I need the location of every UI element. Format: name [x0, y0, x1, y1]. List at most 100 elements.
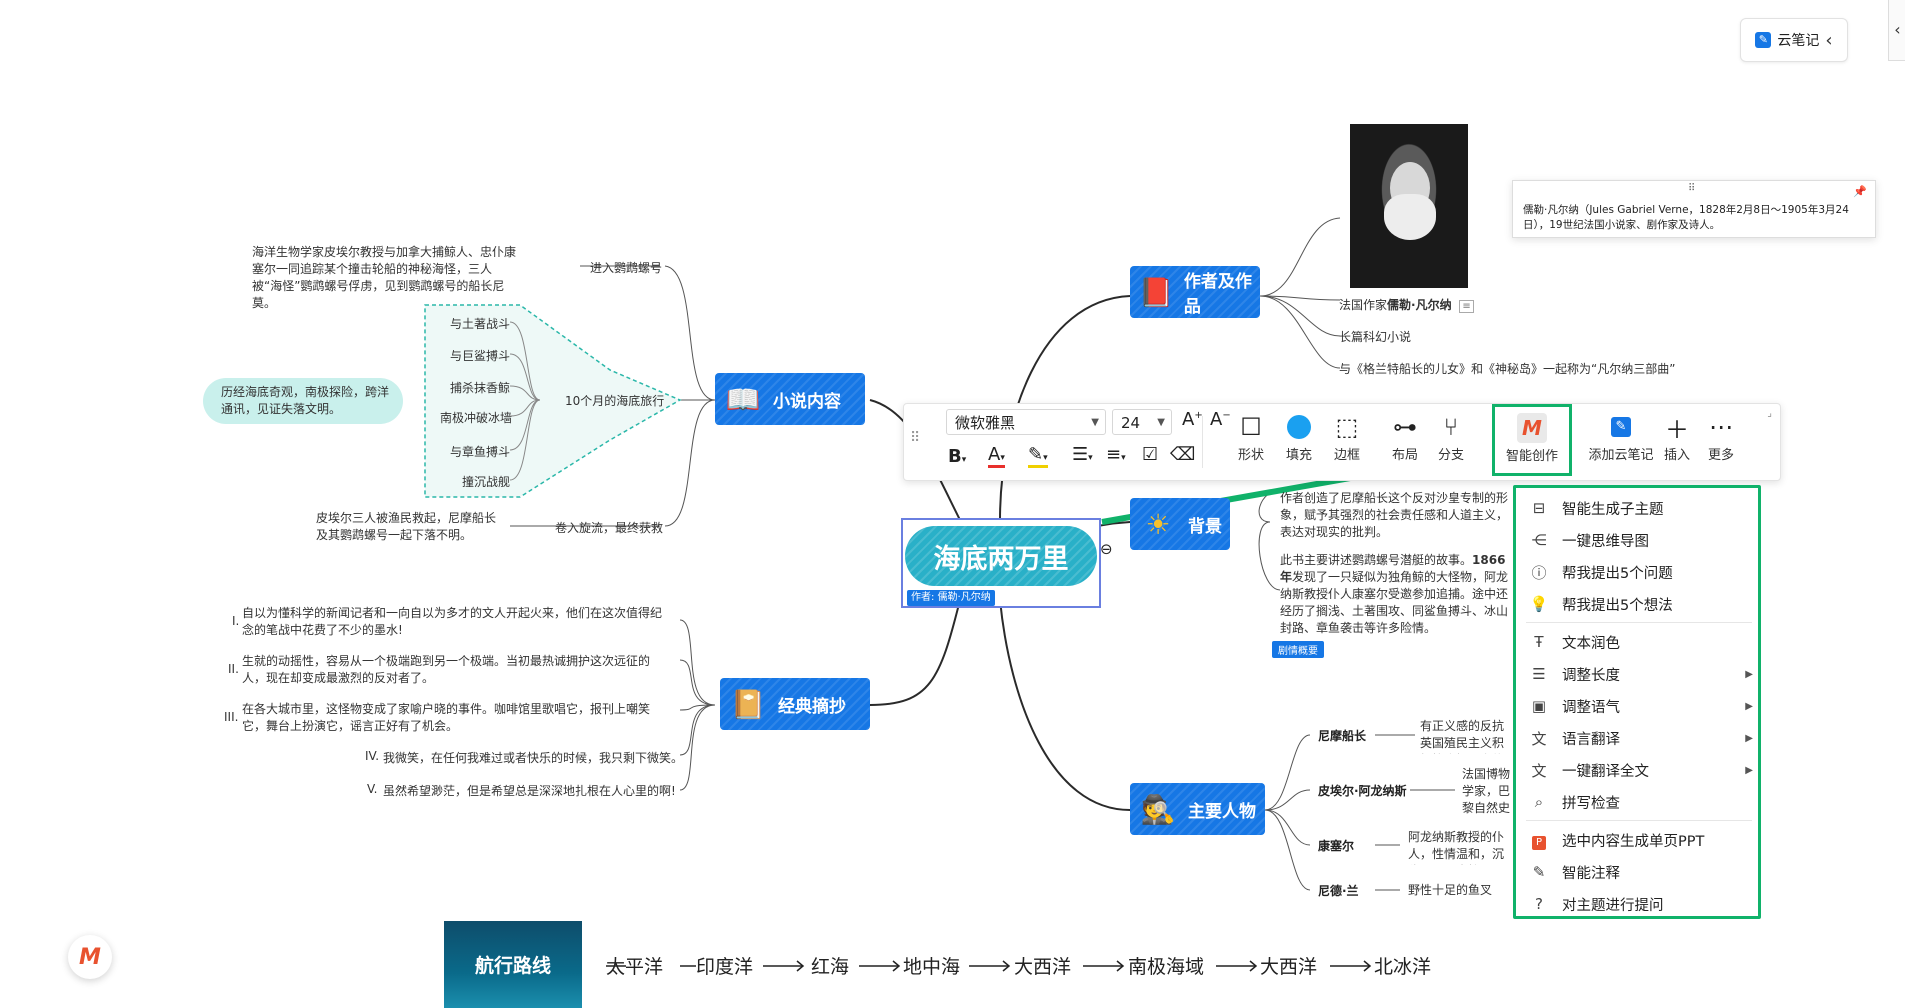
author-note-popup[interactable]: ⠿ 📌 儒勒·凡尔纳（Jules Gabriel Verne，1828年2月8日… [1512, 180, 1876, 238]
font-color-icon[interactable]: A▾ [988, 444, 1005, 468]
menu-item-ask-topic[interactable]: ?对主题进行提问 [1528, 889, 1753, 919]
character-desc[interactable]: 野性十足的鱼叉手，加拿大人 [1408, 883, 1493, 897]
route-stop[interactable]: 北冰洋 [1374, 956, 1432, 978]
node-quotes[interactable]: 📔 经典摘抄 [720, 678, 870, 730]
submenu-arrow-icon: ▶ [1745, 700, 1753, 712]
tool-shape[interactable]: ☐ 形状 [1224, 410, 1278, 463]
tool-insert[interactable]: ＋ 插入 [1650, 410, 1704, 464]
novel-branch3-text[interactable]: 皮埃尔三人被渔民救起，尼摩船长及其鹦鹉螺号一起下落不明。 [316, 511, 497, 542]
route-label-node[interactable]: 航行路线 [444, 921, 582, 1008]
novel-branch1-label[interactable]: 进入鹦鹉螺号 [590, 261, 663, 275]
novel-event[interactable]: 与章鱼搏斗 [450, 445, 511, 459]
novel-summary-bubble[interactable]: 历经海底奇观，南极探险，跨洋通讯，见证失落文明。 [203, 378, 403, 424]
character-name[interactable]: 皮埃尔·阿龙纳斯 [1318, 784, 1407, 798]
route-stop[interactable]: 地中海 [903, 956, 961, 978]
route-stop[interactable]: 大西洋 [1014, 956, 1072, 978]
align-icon[interactable]: ≡▾ [1106, 444, 1126, 465]
novel-branch1-text[interactable]: 海洋生物学家皮埃尔教授与加拿大捕鲸人、忠仆康塞尔一同追踪某个撞击轮船的神秘海怪，… [252, 245, 517, 310]
novel-event[interactable]: 与巨鲨搏斗 [450, 349, 511, 363]
character-name[interactable]: 尼摩船长 [1318, 729, 1367, 743]
increase-font-icon[interactable]: A+ [1182, 409, 1203, 430]
character-name[interactable]: 康塞尔 [1318, 839, 1355, 853]
font-family-select[interactable]: 微软雅黑▼ [946, 409, 1106, 435]
quote-text[interactable]: 虽然希望渺茫，但是希望总是深深地扎根在人心里的啊! [383, 784, 676, 798]
ask-icon: ? [1535, 895, 1543, 913]
tool-fill[interactable]: 填充 [1272, 410, 1326, 463]
highlight-icon[interactable]: ✎▾ [1028, 444, 1048, 468]
author-portrait[interactable] [1350, 124, 1468, 288]
menu-divider [1526, 622, 1752, 623]
tool-ai-create[interactable]: M 智能创作 [1492, 404, 1572, 476]
novel-branch3-label[interactable]: 卷入旋流，最终获救 [555, 521, 664, 535]
center-topic[interactable]: 海底两万里 作者: 儒勒·凡尔纳 [901, 518, 1101, 608]
drag-handle-icon[interactable]: ⠿ [1688, 183, 1696, 194]
novel-event[interactable]: 南极冲破冰墙 [440, 411, 513, 425]
quote-text[interactable]: 我微笑，在任何我难过或者快乐的时候，我只剩下微笑。 [383, 751, 684, 765]
tool-add-cloud-note[interactable]: ✎ 添加云笔记 [1582, 410, 1660, 463]
quote-text[interactable]: 生就的动摇性，容易从一个极端跑到另一个极端。当初最热诚拥护这次远征的人，现在却变… [242, 654, 651, 685]
node-background[interactable]: ☀ 背景 [1130, 498, 1230, 550]
node-author-works[interactable]: 📕 作者及作品 [1130, 266, 1260, 318]
character-desc[interactable]: 有正义感的反抗英国殖民主义积极搞痛恨，向往自由 [1420, 719, 1505, 754]
menu-item-one-click-mindmap[interactable]: ⋲一键思维导图 [1528, 525, 1753, 555]
menu-item-translate[interactable]: 文语言翻译▶ [1528, 723, 1753, 753]
menu-item-generate-subtopics[interactable]: ⊟智能生成子主题 [1528, 493, 1753, 523]
character-desc[interactable]: 阿龙纳斯教授的仆人，性情温和，沉稳。从不大惊小怪。 [1408, 830, 1505, 865]
character-desc[interactable]: 法国博物学家，巴黎自然史博物馆教授，40岁，知识渊博，写过一本书叫《海底的秘密》 [1462, 767, 1511, 815]
route-stop[interactable]: 红海 [811, 956, 850, 978]
sun-icon: ☀ [1145, 507, 1171, 541]
collapse-toggle[interactable]: ⊖ [1100, 540, 1113, 558]
side-panel-toggle[interactable]: ‹ [1888, 0, 1905, 61]
author-item[interactable]: 与《格兰特船长的儿女》和《神秘岛》一起称为“凡尔纳三部曲” [1339, 362, 1676, 376]
menu-item-translate-all[interactable]: 文一键翻译全文▶ [1528, 755, 1753, 785]
format-painter-icon[interactable]: ⌫ [1170, 444, 1196, 465]
menu-item-smart-annotate[interactable]: ✎智能注释 [1528, 857, 1753, 887]
ai-float-button[interactable]: M [68, 935, 112, 979]
menu-item-adjust-length[interactable]: ☰调整长度▶ [1528, 659, 1753, 689]
quote-text[interactable]: 在各大城市里，这怪物变成了家喻户晓的事件。咖啡馆里歌唱它，报刊上嘲笑它，舞台上扮… [242, 702, 651, 733]
checkbox-icon[interactable]: ☑ [1142, 444, 1159, 465]
route-stop[interactable]: 太平洋 [606, 956, 664, 978]
annotate-icon: ✎ [1532, 863, 1546, 881]
plot-summary-tag[interactable]: 剧情概要 [1272, 641, 1324, 658]
background-para2[interactable]: 此书主要讲述鹦鹉螺号潜艇的故事。1866年发现了一只疑似为独角鲸的大怪物，阿龙纳… [1280, 553, 1509, 635]
tool-layout[interactable]: ⊶ 布局 [1378, 410, 1432, 463]
tool-branch[interactable]: ⑂ 分支 [1424, 410, 1478, 463]
novel-event[interactable]: 捕杀抹香鲸 [450, 381, 511, 395]
menu-item-adjust-tone[interactable]: ▣调整语气▶ [1528, 691, 1753, 721]
note-marker-icon[interactable]: ≡ [1459, 300, 1474, 313]
quote-number: II. [228, 662, 239, 676]
route-stop[interactable]: 大西洋 [1260, 956, 1318, 978]
toolbar-drag-handle[interactable]: ⠿ [910, 430, 921, 446]
background-para1[interactable]: 作者创造了尼摩船长这个反对沙皇专制的形象，赋予其强烈的社会责任感和人道主义，表达… [1280, 491, 1509, 539]
quote-text[interactable]: 自以为懂科学的新闻记者和一向自以为多才的文人开起火来，他们在这次值得纪念的笔战中… [242, 606, 663, 637]
novel-event[interactable]: 与土著战斗 [450, 317, 511, 331]
novel-branch2-label[interactable]: 10个月的海底旅行 [565, 394, 665, 408]
bold-icon[interactable]: B▾ [948, 446, 967, 467]
route-stop[interactable]: 印度洋 [696, 956, 754, 978]
border-icon: ⬚ [1335, 413, 1359, 441]
expand-toolbar-icon[interactable]: ⌟ [1767, 408, 1772, 419]
node-novel-content[interactable]: 📖 小说内容 [715, 373, 865, 425]
decrease-font-icon[interactable]: A− [1210, 409, 1231, 430]
route-stop[interactable]: 南极海域 [1128, 956, 1205, 978]
font-size-select[interactable]: 24▼ [1112, 409, 1172, 435]
list-icon[interactable]: ☰▾ [1072, 444, 1093, 465]
menu-item-spell-check[interactable]: ⌕拼写检查 [1528, 787, 1753, 817]
node-author-works-label: 作者及作品 [1183, 272, 1252, 317]
author-item[interactable]: 长篇科幻小说 [1339, 330, 1412, 344]
menu-divider [1526, 820, 1752, 821]
font-size-value: 24 [1121, 414, 1141, 432]
menu-item-five-ideas[interactable]: 💡帮我提出5个想法 [1529, 595, 1673, 614]
tool-more-label: 更多 [1707, 448, 1734, 463]
pin-icon[interactable]: 📌 [1853, 185, 1867, 198]
novel-event[interactable]: 撞沉战舰 [462, 475, 511, 489]
tool-border[interactable]: ⬚ 边框 [1320, 410, 1374, 463]
character-name[interactable]: 尼德·兰 [1318, 884, 1359, 898]
node-main-characters[interactable]: 🕵 主要人物 [1130, 783, 1265, 835]
cloud-note-button[interactable]: ✎ 云笔记 ‹ [1740, 18, 1848, 62]
tool-more[interactable]: ⋯ 更多 [1694, 410, 1748, 463]
